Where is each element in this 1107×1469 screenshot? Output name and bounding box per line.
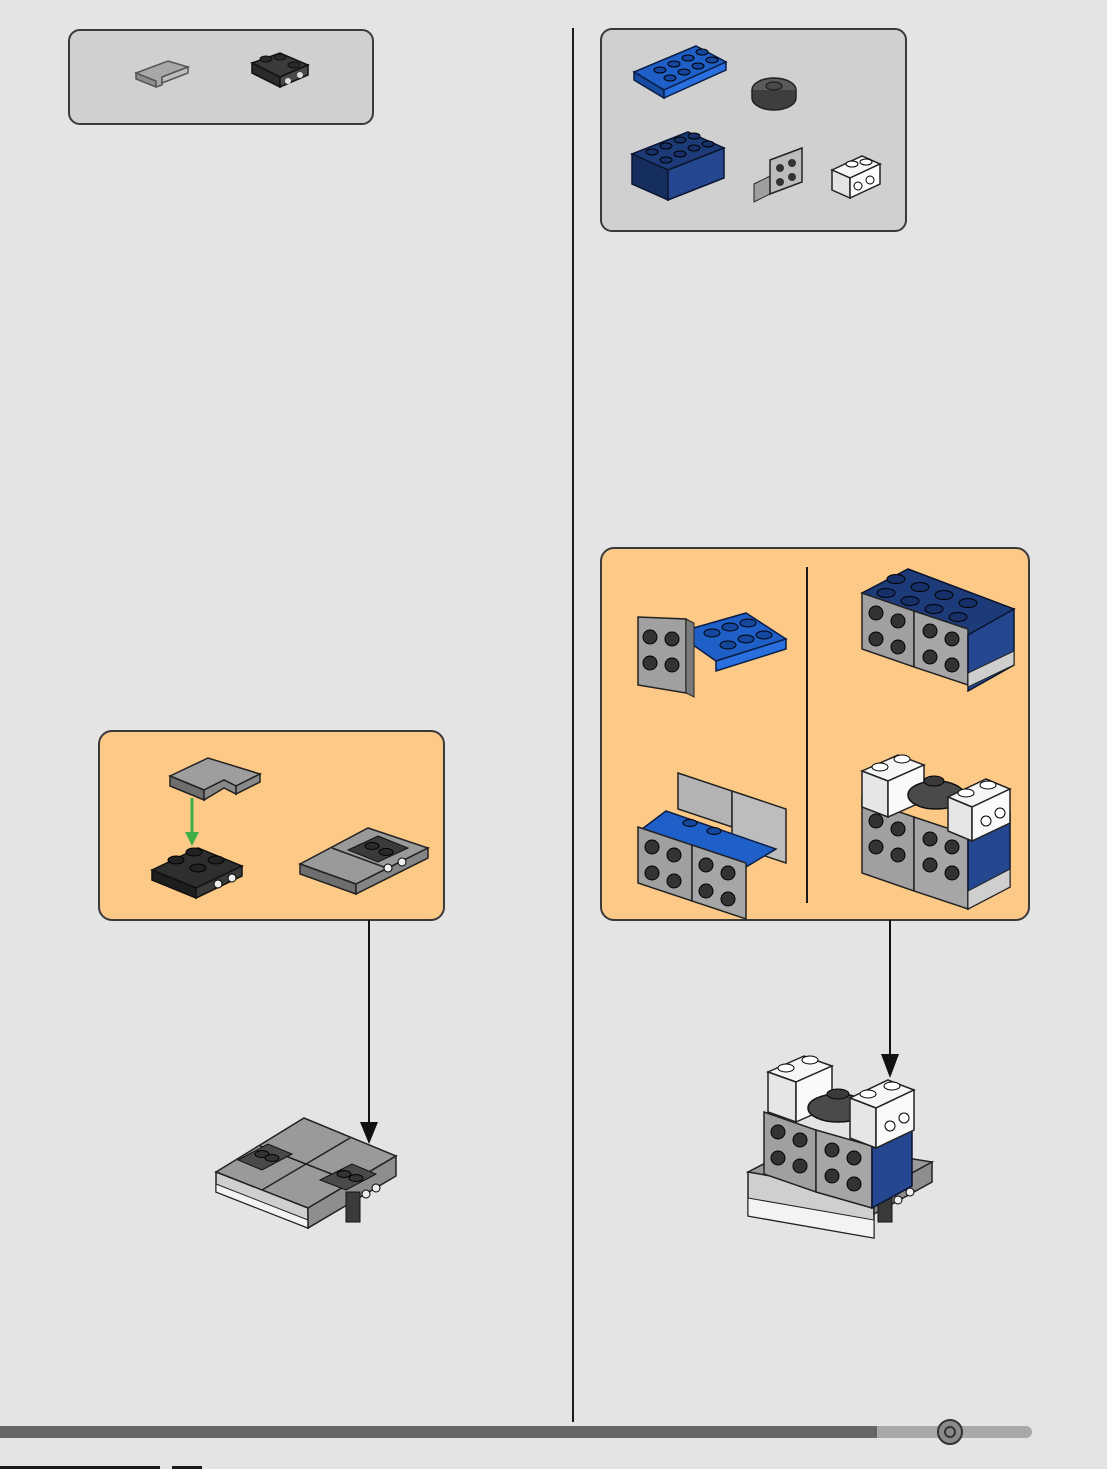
- progress-fill: [0, 1426, 877, 1438]
- dark-gray-bracket-plate-icon: [246, 45, 316, 95]
- dark-gray-bracket-plate-icon: [150, 832, 250, 902]
- light-gray-corner-plate-icon: [164, 746, 264, 806]
- gray-base-plate-assembly-icon: [212, 1112, 402, 1246]
- dark-blue-brick-with-brackets-icon: [858, 563, 1018, 703]
- progress-knob: [937, 1419, 963, 1445]
- step-divider: [572, 28, 574, 1422]
- subassembly-box-left: [98, 730, 445, 921]
- subassembly-divider: [806, 567, 808, 903]
- dark-blue-brick-icon: [628, 128, 728, 208]
- bracket-plate-assembled-icon: [298, 810, 438, 910]
- dark-gray-round-plate-icon: [750, 70, 800, 114]
- double-bracket-on-plate-icon: [636, 771, 796, 907]
- white-brick-with-studs-icon: [828, 152, 884, 202]
- parts-list-right: [600, 28, 907, 232]
- light-gray-bracket-icon: [750, 148, 810, 204]
- subassembly-box-right: [600, 547, 1030, 921]
- white-bricks-and-round-plate-icon: [858, 741, 1018, 907]
- stacked-module-on-base-icon: [746, 1042, 936, 1246]
- parts-list-left: [68, 29, 374, 125]
- light-gray-corner-plate-icon: [132, 55, 202, 95]
- blue-technic-plate-icon: [630, 42, 730, 108]
- bracket-on-blue-plate-icon: [636, 609, 796, 709]
